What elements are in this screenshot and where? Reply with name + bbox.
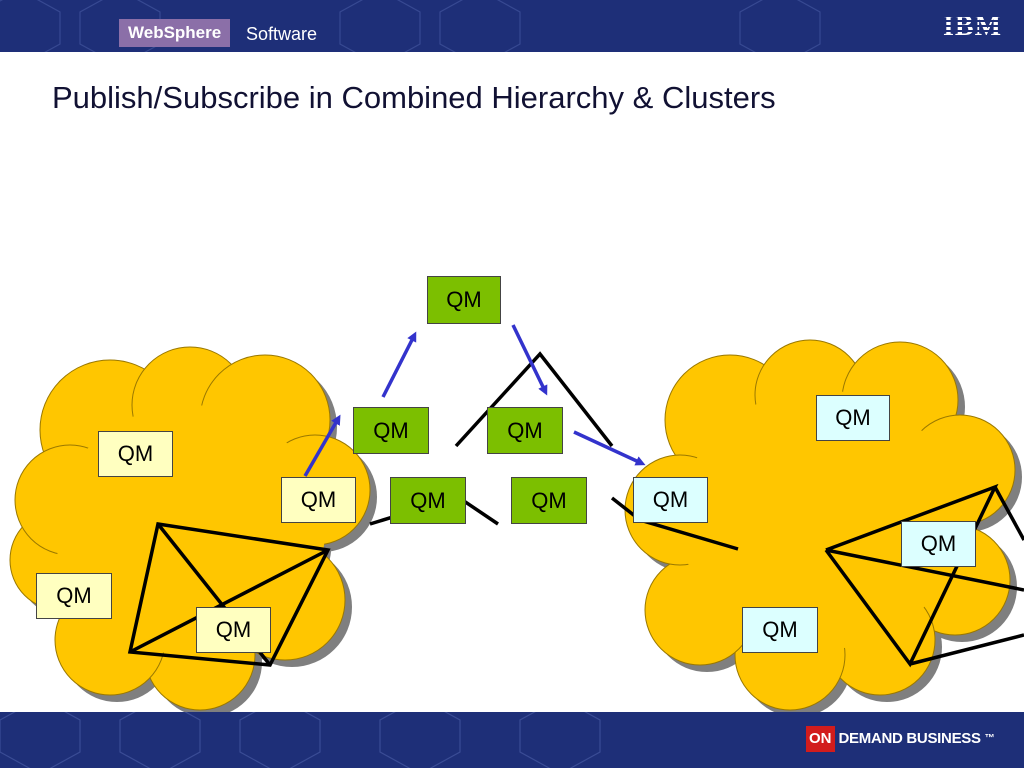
hierarchy-leaf-qm[interactable]: QM	[390, 477, 466, 524]
hierarchy-mid-right-qm[interactable]: QM	[487, 407, 563, 454]
slide-title: Publish/Subscribe in Combined Hierarchy …	[52, 80, 776, 115]
hierarchy-leaf-qm[interactable]: QM	[511, 477, 587, 524]
left-cluster-qm[interactable]: QM	[36, 573, 112, 619]
websphere-badge: WebSphere	[119, 19, 231, 47]
on-demand-text: DEMAND BUSINESS	[838, 730, 981, 747]
right-cluster-links	[824, 483, 1024, 668]
hierarchy-root-qm[interactable]: QM	[427, 276, 501, 324]
left-cluster-gateway-qm[interactable]: QM	[281, 477, 356, 523]
header-pattern	[0, 0, 821, 52]
ibm-logo: IBM	[943, 11, 1002, 42]
on-demand-badge: ON	[806, 726, 835, 752]
left-cluster-qm[interactable]: QM	[98, 431, 173, 477]
footer-pattern	[0, 712, 601, 768]
software-label: Software	[246, 24, 318, 44]
trademark-symbol: ™	[984, 733, 995, 744]
right-cluster-gateway-qm[interactable]: QM	[633, 477, 708, 523]
header-bar: WebSphere Software IBM	[0, 0, 1024, 52]
left-cluster-qm[interactable]: QM	[196, 607, 271, 653]
footer-bar	[0, 712, 1024, 768]
right-cluster-qm[interactable]: QM	[901, 521, 976, 567]
right-cluster-qm[interactable]: QM	[742, 607, 818, 653]
publish-arrows	[303, 324, 646, 477]
left-cloud	[9, 346, 377, 717]
hierarchy-mid-left-qm[interactable]: QM	[353, 407, 429, 454]
right-cluster-qm[interactable]: QM	[816, 395, 890, 441]
